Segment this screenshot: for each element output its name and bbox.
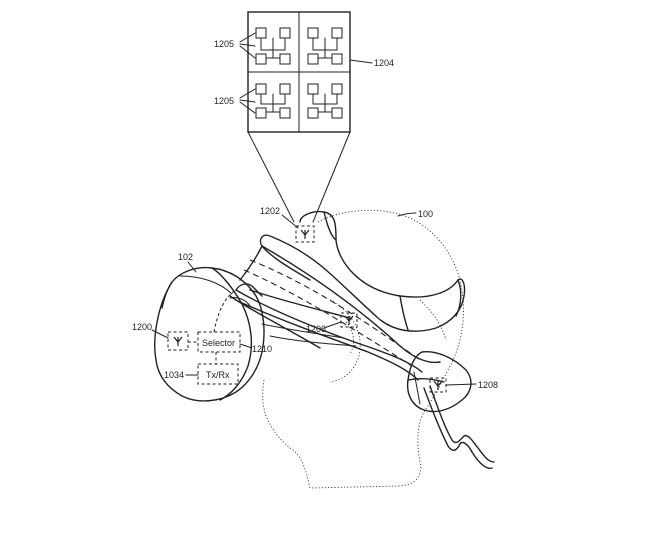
antenna-1206 [323, 312, 358, 329]
antenna-group-bottom-left [255, 83, 291, 119]
rear-pad [406, 351, 472, 413]
antenna-array-panel [239, 11, 373, 133]
label-1034: 1034 [164, 370, 184, 380]
leader-100 [397, 212, 417, 217]
txrx-label: Tx/Rx [206, 370, 230, 380]
headset-electronics [151, 289, 253, 385]
antenna-icon [173, 336, 183, 347]
antenna-group-top-left [255, 27, 291, 65]
antenna-group-top-right [307, 27, 343, 65]
label-1205-bottom: 1205 [214, 96, 234, 106]
label-1210: 1210 [252, 344, 272, 354]
antenna-icon [433, 380, 443, 391]
label-1208: 1208 [478, 380, 498, 390]
straps [229, 245, 495, 469]
leader-102 [187, 261, 197, 273]
label-100: 100 [418, 209, 433, 219]
antenna-icon [344, 315, 354, 326]
label-1206: 1206 [306, 324, 326, 334]
label-1200: 1200 [132, 322, 152, 332]
selector-label: Selector [202, 338, 235, 348]
label-102: 102 [178, 252, 193, 262]
antenna-icon [300, 229, 310, 240]
antenna-1202 [281, 214, 315, 243]
label-1204: 1204 [374, 58, 394, 68]
zoom-projection-lines [247, 131, 351, 223]
antenna-1208 [429, 377, 477, 393]
antenna-group-bottom-right [307, 83, 343, 119]
headset-front [154, 266, 265, 402]
label-1202: 1202 [260, 206, 280, 216]
label-1205-top: 1205 [214, 39, 234, 49]
head-outline [262, 209, 464, 489]
headband [239, 210, 466, 332]
